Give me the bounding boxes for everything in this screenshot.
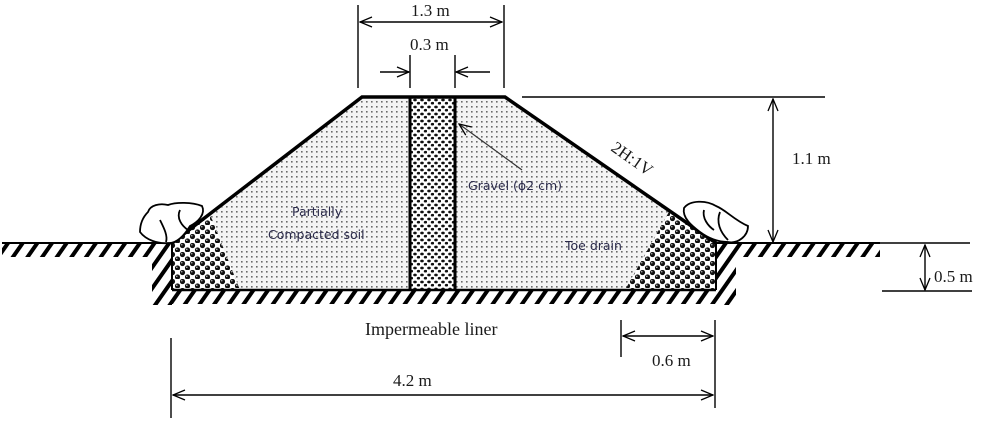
gravel-core	[408, 97, 457, 290]
soil-label-line1: Partially	[292, 204, 343, 219]
depth-label: 0.5 m	[934, 267, 973, 286]
gravel-leader	[459, 124, 523, 171]
dimension-base-width: 4.2 m	[170, 338, 713, 418]
core-width-label: 0.3 m	[410, 35, 449, 54]
gravel-label: Gravel (ϕ2 cm)	[468, 178, 562, 193]
dimension-height: 1.1 m	[522, 96, 831, 242]
riprap-stones-right	[682, 200, 749, 244]
liner-label: Impermeable liner	[365, 319, 497, 339]
toe-drain-left	[172, 214, 240, 290]
ground-hatching	[2, 243, 880, 305]
crest-width-label: 1.3 m	[411, 1, 450, 20]
dimension-core-width: 0.3 m	[380, 35, 490, 88]
dimension-toe-drain-width: 0.6 m	[620, 320, 716, 408]
base-width-label: 4.2 m	[393, 371, 432, 390]
toe-drain-label: Toe drain	[564, 238, 622, 253]
toe-drain-width-label: 0.6 m	[652, 351, 691, 370]
soil-label-line2: Compacted soil	[268, 227, 365, 242]
toe-drain-right	[625, 210, 716, 290]
dimension-depth: 0.5 m	[880, 242, 973, 292]
riprap-stones-left	[139, 201, 204, 245]
dimension-crest-width: 1.3 m	[357, 1, 505, 88]
height-label: 1.1 m	[792, 149, 831, 168]
embankment-outline	[170, 95, 717, 292]
